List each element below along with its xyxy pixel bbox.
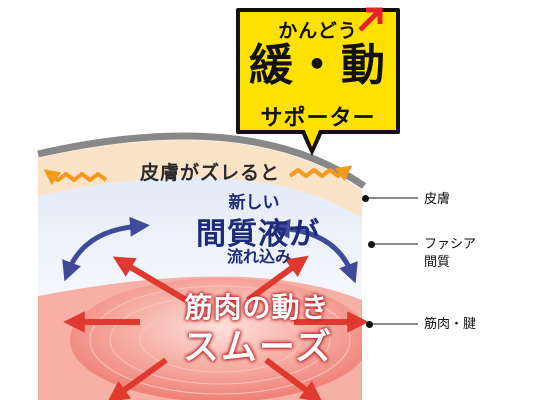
- muscle-text-1: 筋肉の動き: [184, 291, 330, 324]
- leader-dot-muscle: [366, 321, 373, 328]
- skin-layer: [38, 140, 362, 218]
- fluid-text-2: 間質液が: [196, 217, 320, 252]
- fluid-arrow-left: [62, 216, 150, 282]
- check-arrow-icon: [358, 7, 383, 32]
- leader-dot-skin: [362, 195, 369, 202]
- callout-title: 緩・動: [249, 40, 387, 91]
- skin-outer-edge: [37, 132, 367, 189]
- label-muscle: 筋肉・腱: [424, 317, 477, 332]
- muscle-arrow-down-left: [107, 357, 168, 400]
- label-skin: 皮膚: [424, 192, 451, 207]
- muscle-arrow-down-right: [264, 357, 323, 400]
- callout-tail-fill: [304, 128, 320, 147]
- leader-dot-fascia: [368, 241, 375, 248]
- callout-reading: かんどう: [278, 20, 358, 42]
- skin-shift-text: 皮膚がズレると: [140, 162, 281, 184]
- label-fascia: ファシア 間質: [424, 236, 476, 272]
- fluid-text-3: 流れ込み: [226, 247, 291, 266]
- callout-subtitle: サポーター: [260, 106, 376, 131]
- label-fascia-line2: 間質: [424, 255, 451, 270]
- fluid-arrow-right: [270, 218, 358, 284]
- muscle-text-2: スムーズ: [182, 327, 334, 368]
- muscle-core: [70, 278, 362, 400]
- zigzag-arrow-left: [43, 169, 108, 186]
- muscle-arrow-up-right: [246, 255, 309, 303]
- zigzag-arrow-right: [288, 165, 353, 182]
- label-fascia-line1: ファシア: [424, 237, 477, 252]
- muscle-arrow-up-left: [112, 256, 188, 303]
- fluid-text-1: 新しい: [228, 193, 280, 213]
- callout-bubble: かんどう 緩・動 サポーター: [236, 8, 400, 134]
